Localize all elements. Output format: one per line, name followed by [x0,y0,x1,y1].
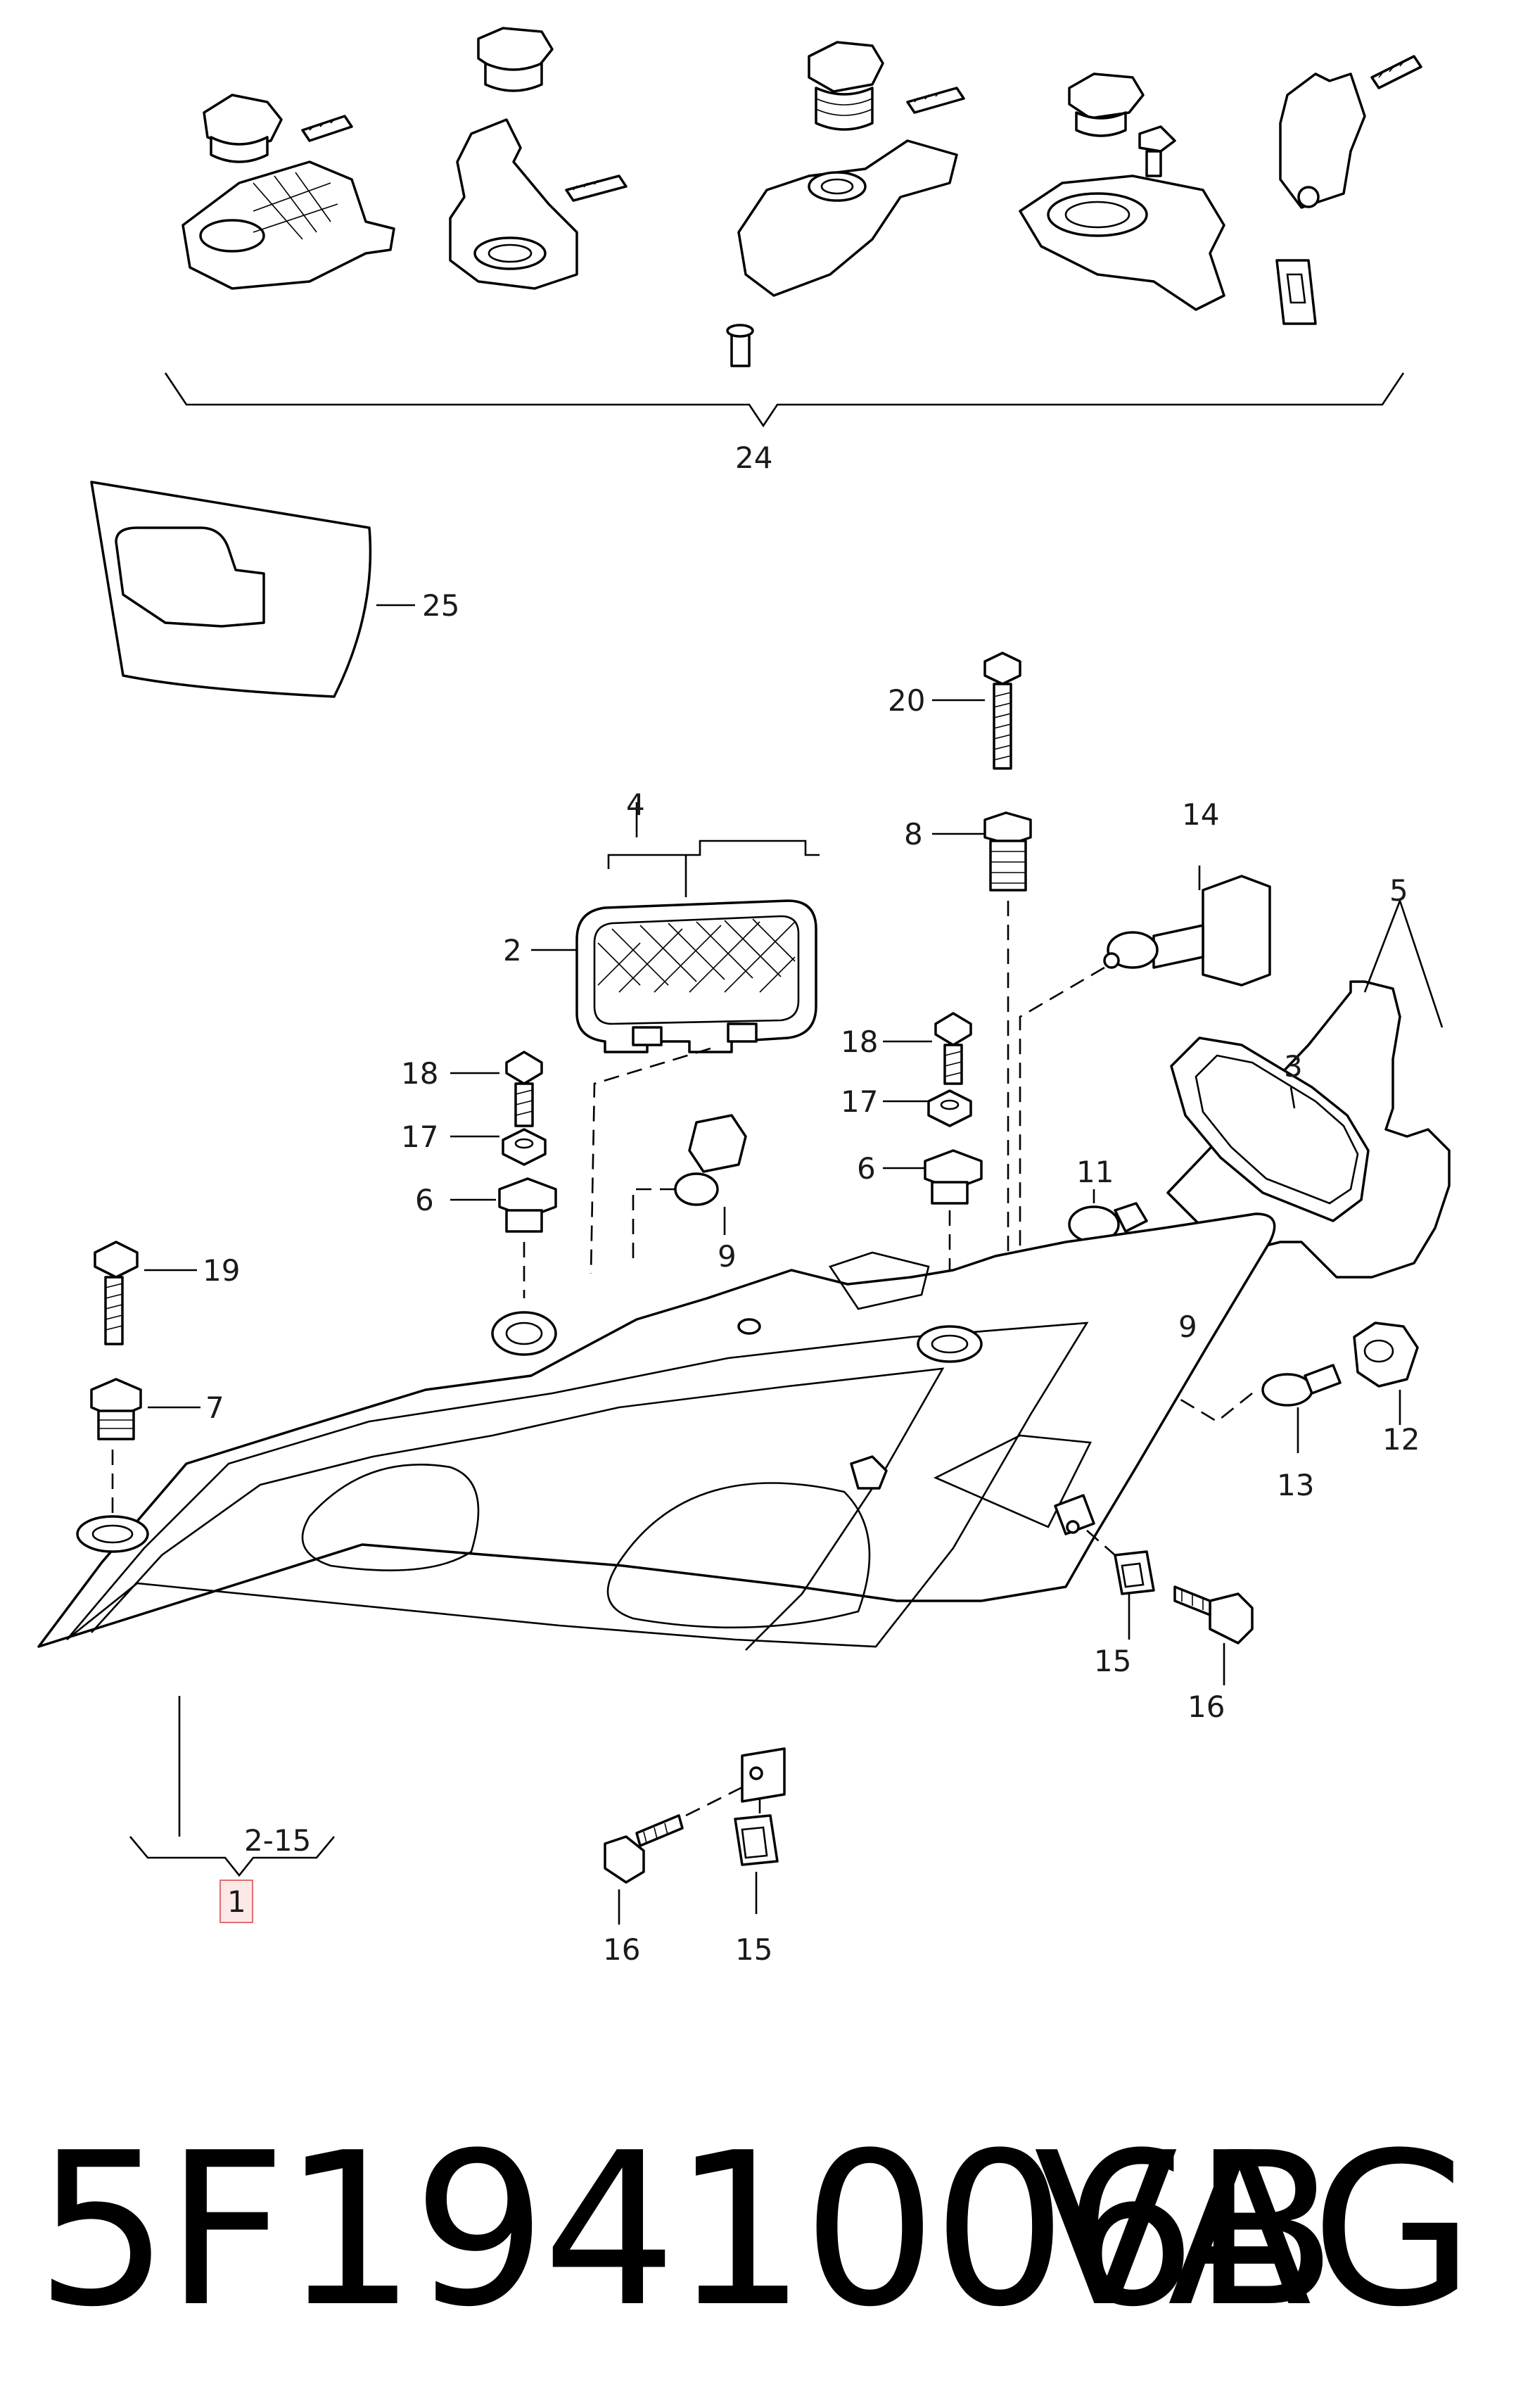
grommet-8 [932,811,1032,1351]
bulb-14 [1019,866,1271,1348]
label-2: 2 [503,933,522,968]
label-6-left: 6 [415,1183,434,1217]
screw-18-right [883,1012,972,1085]
label-15-right: 15 [1094,1644,1131,1678]
bracket-3 [726,41,965,367]
label-18-right: 18 [841,1025,878,1059]
bracket-2 [449,27,628,290]
footer: 5F1941006B VAG [0,2104,1516,2357]
label-11: 11 [1076,1155,1114,1189]
protective-film-25 [90,481,415,698]
clip-6-left [450,1177,557,1298]
label-14: 14 [1182,797,1219,832]
label-1: 1 [227,1884,246,1919]
bracket-4 [1019,72,1225,311]
lamp-housing-3 [1170,1037,1370,1222]
screw-18-left [450,1051,543,1127]
socket-12 [1353,1322,1419,1425]
clip-15-right [1086,1530,1155,1640]
label-4: 4 [626,787,645,822]
screw-16-right [1173,1585,1254,1685]
label-9-left: 9 [718,1239,737,1274]
label-range-2-15: 2-15 [244,1823,311,1858]
label-7: 7 [205,1390,224,1425]
label-13: 13 [1277,1468,1314,1502]
label-9-right: 9 [1178,1310,1197,1344]
bracket-1 [181,94,395,290]
nut-17-left [450,1128,547,1166]
screw-19 [94,1241,197,1345]
label-8: 8 [904,817,923,851]
label-24: 24 [735,441,772,475]
label-12: 12 [1382,1422,1420,1457]
label-20: 20 [888,683,925,718]
bracket-5 [1275,55,1422,325]
grommet-7 [90,1378,200,1527]
bracket-kit-top-row [164,27,1422,428]
label-18-left: 18 [401,1056,438,1091]
label-16-bottom: 16 [603,1932,640,1967]
brand-name: VAG [1033,2108,1477,2353]
label-6-right: 6 [857,1151,876,1186]
label-17-left: 17 [401,1120,438,1154]
label-5: 5 [1389,873,1408,908]
label-16-right: 16 [1187,1690,1225,1724]
brace-24 [164,372,1405,428]
label-25: 25 [422,588,459,623]
label-17-right: 17 [841,1084,878,1119]
bulb-9-left [632,1114,747,1267]
nut-17-right [883,1089,972,1127]
grille-2 [531,802,820,1053]
part-number: 5F1941006B [35,2108,1337,2353]
screw-20 [932,652,1021,770]
screw-16-bottom [604,1786,743,1925]
label-15-bottom: 15 [735,1932,772,1967]
bulb-11 [1068,1189,1148,1243]
exploded-headlight-diagram: 24 25 20 4 14 8 5 2 3 18 18 17 17 6 6 11… [37,27,1451,1967]
headlight-assembly-1 [37,1212,1276,1803]
label-19: 19 [203,1253,240,1288]
brace-1 [129,1696,335,1923]
item-1-highlight[interactable] [219,1880,253,1923]
leader-grille [590,1047,711,1274]
label-3: 3 [1284,1049,1303,1084]
clip-15-bottom [734,1798,779,1914]
